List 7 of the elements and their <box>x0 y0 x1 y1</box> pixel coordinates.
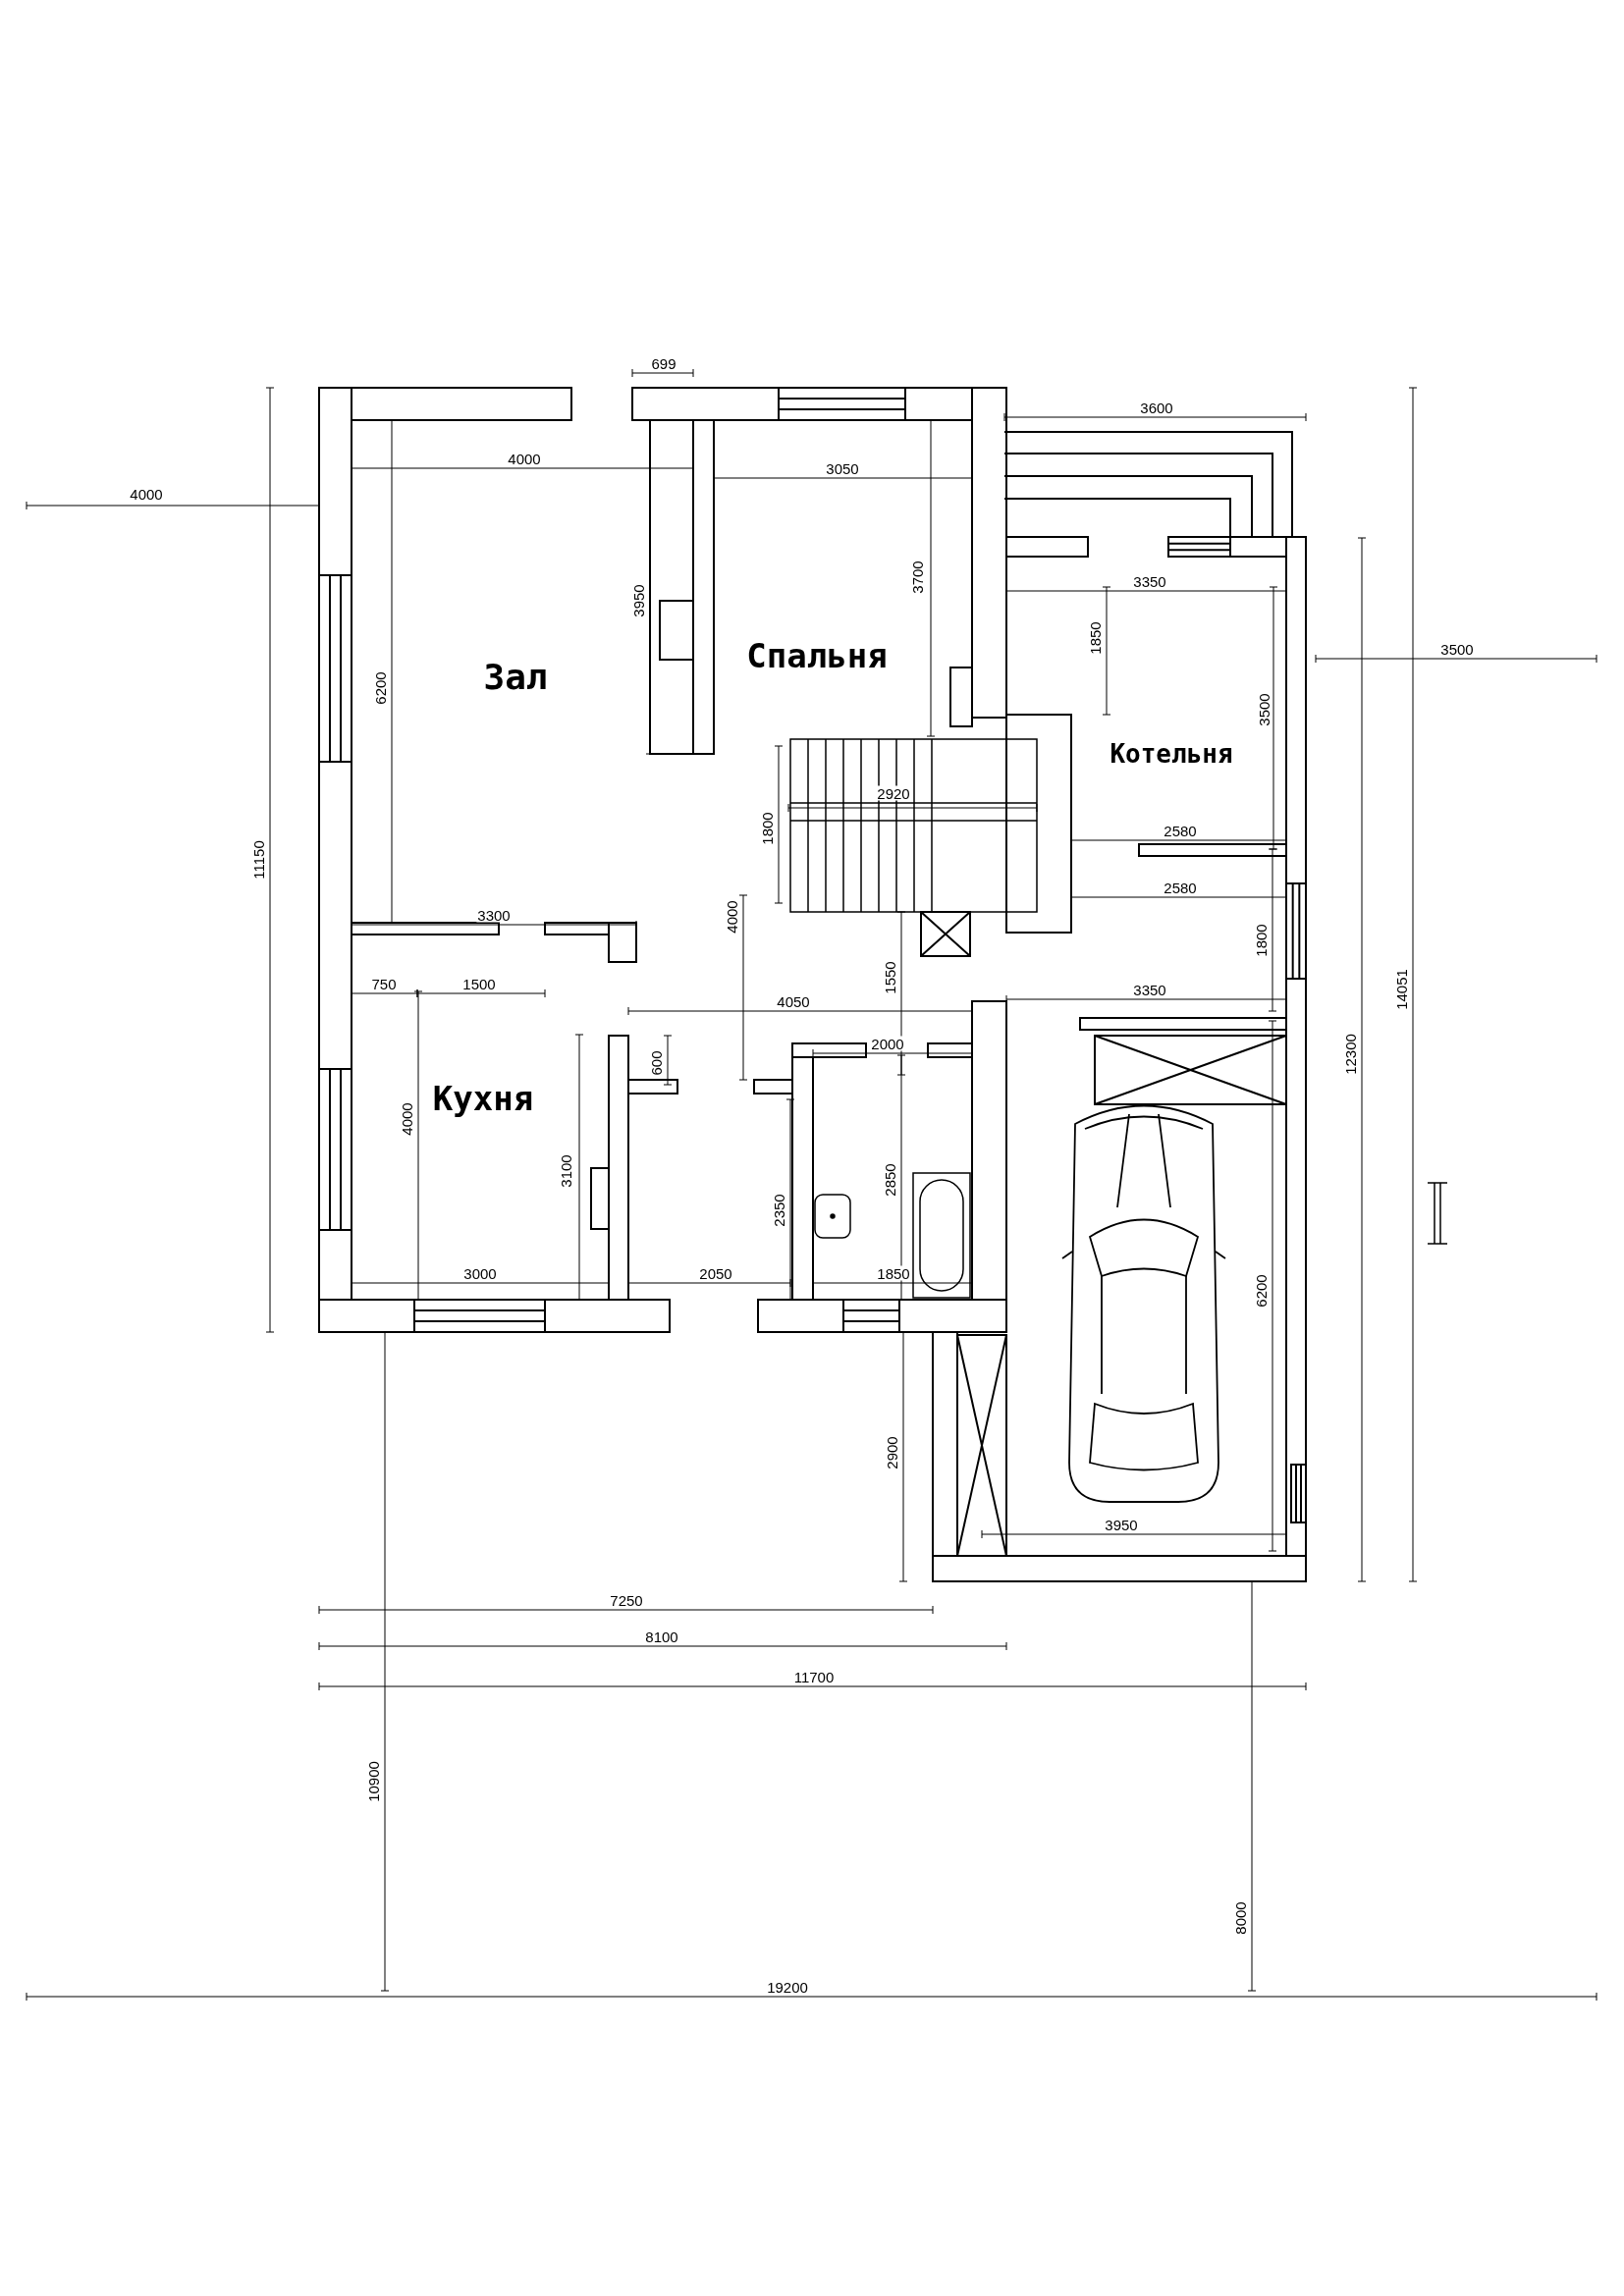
room-label: Зал <box>483 656 548 697</box>
dimension-label: 2920 <box>876 785 911 801</box>
room-label: Спальня <box>746 636 888 675</box>
dimension-label: 2000 <box>870 1036 905 1051</box>
room-label: Кухня <box>432 1079 534 1118</box>
dimension-label: 1850 <box>876 1265 911 1281</box>
room-label: Котельня <box>1110 739 1233 769</box>
